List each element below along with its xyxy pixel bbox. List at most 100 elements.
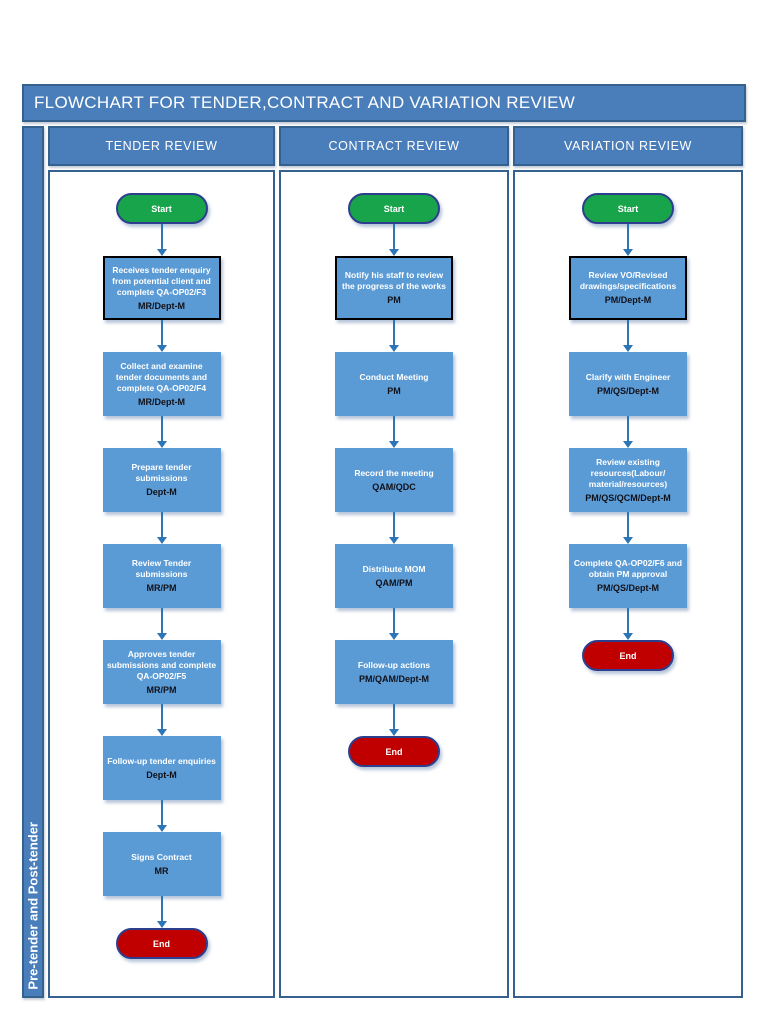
arrow-shaft xyxy=(160,704,163,729)
process-node: Approves tender submissions and complete… xyxy=(102,640,221,704)
node-role: PM/QS/QCM/Dept-M xyxy=(585,492,671,503)
arrow-head xyxy=(389,345,399,352)
flowchart-page: FLOWCHART FOR TENDER,CONTRACT AND VARIAT… xyxy=(22,84,746,998)
end-node: End xyxy=(348,736,440,767)
flow-arrow xyxy=(389,224,399,256)
arrow-shaft xyxy=(627,416,629,441)
node-role: MR/PM xyxy=(146,583,177,594)
arrow-head xyxy=(389,537,399,544)
arrow-shaft xyxy=(393,512,395,537)
arrow-head xyxy=(623,249,633,256)
phase-sidebar-label: Pre-tender and Post-tender xyxy=(25,822,41,990)
flow-arrow xyxy=(156,800,167,832)
end-node: End xyxy=(115,928,208,959)
node-label: Record the meeting xyxy=(354,467,434,478)
arrow-shaft xyxy=(160,416,163,441)
flow-arrow xyxy=(156,224,167,256)
node-label: Start xyxy=(151,203,172,214)
flow-arrow xyxy=(156,320,167,352)
flow-arrow xyxy=(156,512,167,544)
node-role: PM/QS/Dept-M xyxy=(597,385,659,396)
node-role: Dept-M xyxy=(146,769,177,780)
node-label: Review VO/Revised drawings/specification… xyxy=(579,270,677,292)
node-label: Receives tender enquiry from potential c… xyxy=(112,264,211,297)
arrow-shaft xyxy=(627,224,629,249)
flow-arrow xyxy=(156,608,167,640)
arrow-shaft xyxy=(160,512,163,537)
arrow-head xyxy=(156,249,167,256)
process-node: Collect and examine tender documents and… xyxy=(102,352,221,416)
flow-arrow xyxy=(389,512,399,544)
node-label: Start xyxy=(617,203,639,214)
arrow-head xyxy=(389,249,399,256)
page-title: FLOWCHART FOR TENDER,CONTRACT AND VARIAT… xyxy=(22,84,746,122)
flow-arrow xyxy=(156,416,167,448)
node-role: PM/QS/Dept-M xyxy=(597,583,659,594)
node-label: Signs Contract xyxy=(131,851,192,862)
arrow-head xyxy=(156,729,167,736)
start-node: Start xyxy=(348,193,440,224)
node-label: End xyxy=(385,746,403,757)
flow-arrow xyxy=(156,704,167,736)
arrow-head xyxy=(623,633,633,640)
arrow-head xyxy=(623,537,633,544)
column-header-contract-review: CONTRACT REVIEW xyxy=(279,126,509,166)
flow-arrow xyxy=(389,704,399,736)
process-node: Receives tender enquiry from potential c… xyxy=(102,256,221,320)
arrow-shaft xyxy=(393,608,395,633)
node-label: Complete QA-OP02/F6 and obtain PM approv… xyxy=(573,558,683,580)
arrow-shaft xyxy=(393,224,395,249)
flow-arrow xyxy=(623,608,633,640)
arrow-shaft xyxy=(627,608,629,633)
node-role: QAM/QDC xyxy=(372,481,416,492)
node-role: MR xyxy=(154,865,169,876)
node-label: Notify his staff to review the progress … xyxy=(342,270,446,292)
arrow-shaft xyxy=(160,896,163,921)
start-node: Start xyxy=(115,193,208,224)
node-role: QAM/PM xyxy=(375,577,413,588)
flow-arrow xyxy=(623,224,633,256)
flow-arrow xyxy=(389,320,399,352)
arrow-head xyxy=(156,345,167,352)
node-label: Clarify with Engineer xyxy=(585,371,671,382)
node-label: Follow-up tender enquiries xyxy=(107,755,216,766)
arrow-head xyxy=(156,633,167,640)
arrow-shaft xyxy=(160,320,163,345)
process-node: Review VO/Revised drawings/specification… xyxy=(569,256,687,320)
node-label: Collect and examine tender documents and… xyxy=(115,360,208,393)
arrow-shaft xyxy=(393,320,395,345)
arrow-head xyxy=(623,441,633,448)
flow-arrow xyxy=(623,416,633,448)
column-header-tender-review: TENDER REVIEW xyxy=(48,126,275,166)
node-role: MR/Dept-M xyxy=(138,396,185,407)
flow-arrow xyxy=(156,896,167,928)
arrow-shaft xyxy=(160,800,163,825)
node-role: PM xyxy=(387,295,401,306)
node-role: Dept-M xyxy=(146,487,177,498)
arrow-head xyxy=(156,825,167,832)
flowchart-grid: Pre-tender and Post-tender TENDER REVIEW… xyxy=(22,126,746,998)
arrow-shaft xyxy=(393,704,395,729)
node-label: Start xyxy=(383,203,405,214)
process-node: Notify his staff to review the progress … xyxy=(335,256,453,320)
phase-sidebar: Pre-tender and Post-tender xyxy=(22,126,44,998)
node-role: MR/Dept-M xyxy=(138,300,185,311)
arrow-head xyxy=(389,729,399,736)
node-label: Approves tender submissions and complete… xyxy=(106,648,217,681)
arrow-shaft xyxy=(627,512,629,537)
node-label: Review existing resources(Labour/ materi… xyxy=(588,456,668,489)
arrow-shaft xyxy=(393,416,395,441)
column-header-variation-review: VARIATION REVIEW xyxy=(513,126,743,166)
arrow-head xyxy=(156,537,167,544)
arrow-shaft xyxy=(160,224,163,249)
